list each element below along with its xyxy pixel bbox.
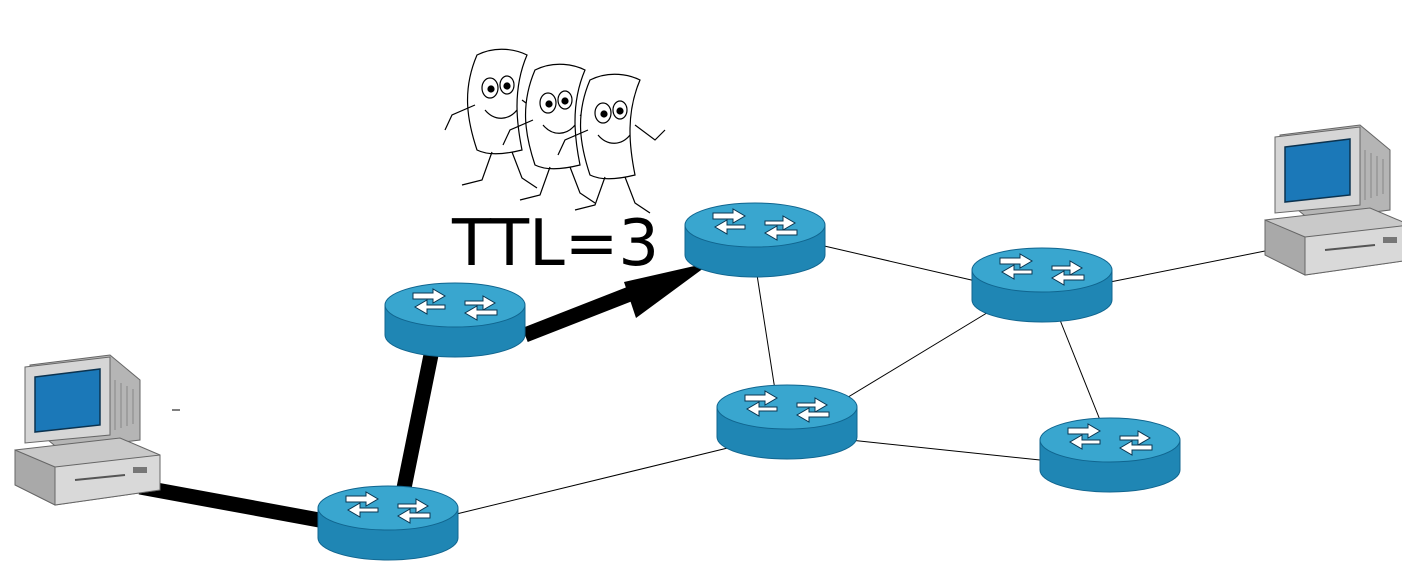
path-segment-pc1-r1 xyxy=(138,479,332,530)
path-arrowhead xyxy=(624,262,712,318)
destination-computer-icon xyxy=(1264,124,1402,276)
ttl-label: TTL=3 xyxy=(451,207,659,281)
router-icon xyxy=(684,202,826,278)
link-r5-pc2 xyxy=(1109,249,1271,283)
link-r3-r5 xyxy=(819,244,981,283)
router-icon xyxy=(971,247,1113,323)
link-r4-r5 xyxy=(834,304,1001,406)
source-computer-icon xyxy=(14,354,161,506)
link-r1-r4 xyxy=(439,444,741,519)
router-icon xyxy=(317,485,459,561)
link-r5-r6 xyxy=(1059,319,1101,421)
packet-path xyxy=(138,283,643,530)
router-icon xyxy=(716,384,858,460)
path-segment-r2-r3 xyxy=(522,283,643,342)
network-links xyxy=(439,244,1271,519)
link-r3-r4 xyxy=(754,261,776,391)
router-icon xyxy=(1039,417,1181,493)
link-r4-r6 xyxy=(849,439,1041,461)
path-segment-r1-r2 xyxy=(395,348,440,495)
router-icon xyxy=(384,282,526,358)
